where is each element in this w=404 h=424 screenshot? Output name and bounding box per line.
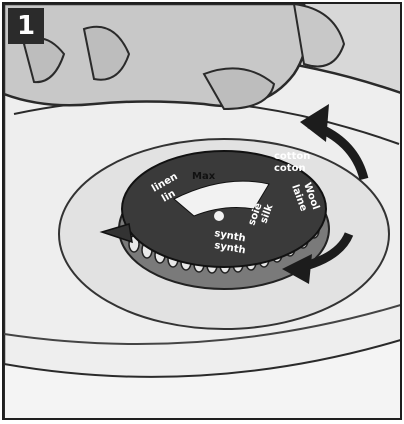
illustration-frame: 1 <box>2 2 402 420</box>
label-cotton: cotton <box>274 151 310 162</box>
step-number-badge: 1 <box>8 8 44 44</box>
iron-icon <box>214 211 224 221</box>
iron-dial-illustration: linen lin cotton coton Wool laine Max si… <box>4 4 402 420</box>
label-coton: coton <box>274 163 306 174</box>
label-max: Max <box>192 171 216 182</box>
dot-icon <box>236 182 248 194</box>
